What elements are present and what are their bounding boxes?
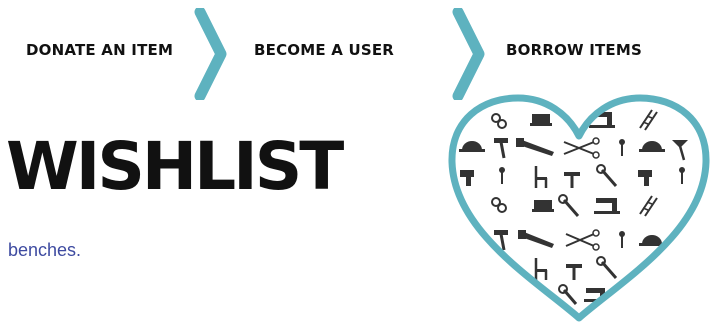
scissors-icon <box>563 137 600 159</box>
level-icon <box>566 264 582 280</box>
chair-icon <box>534 258 548 280</box>
trowel-icon <box>672 140 688 161</box>
hard-hat-icon <box>639 141 665 152</box>
pin-icon <box>619 139 625 156</box>
page-title: WISHLIST <box>6 128 344 205</box>
step-become-a-user[interactable]: BECOME A USER <box>254 41 395 59</box>
wishlist-description: benches. <box>8 240 82 260</box>
chain-icon <box>491 197 507 213</box>
chevron-right-icon <box>452 8 485 100</box>
scissors-icon <box>565 229 600 251</box>
ladder-icon <box>639 109 658 131</box>
steps-nav: DONATE AN ITEM BECOME A USER BORROW ITEM… <box>0 0 712 110</box>
stapler-icon <box>530 114 552 126</box>
pin-icon <box>499 167 505 184</box>
pin-icon <box>499 259 505 276</box>
chair-icon <box>534 166 548 188</box>
level-icon <box>564 172 580 188</box>
drill-icon <box>460 170 474 186</box>
stapler-icon <box>532 200 554 212</box>
step-donate-an-item[interactable]: DONATE AN ITEM <box>26 41 174 59</box>
saw-icon <box>516 138 554 156</box>
chain-icon <box>491 113 507 129</box>
wrench-icon <box>558 284 578 305</box>
wrench-icon <box>558 194 580 217</box>
sewing-machine-icon <box>594 198 620 214</box>
hammer-icon <box>494 138 508 159</box>
step-borrow-items[interactable]: BORROW ITEMS <box>506 41 642 59</box>
hard-hat-icon <box>639 235 665 246</box>
wrench-icon <box>596 256 618 279</box>
ladder-icon <box>639 195 658 217</box>
pin-icon <box>679 167 685 184</box>
drill-icon <box>638 170 652 186</box>
heart-tools-illustration <box>448 94 710 322</box>
hard-hat-icon <box>459 141 485 152</box>
chevron-right-icon <box>194 8 227 100</box>
hammer-icon <box>494 230 508 251</box>
wrench-icon <box>596 164 618 187</box>
pin-icon <box>619 231 625 248</box>
saw-icon <box>518 230 554 248</box>
